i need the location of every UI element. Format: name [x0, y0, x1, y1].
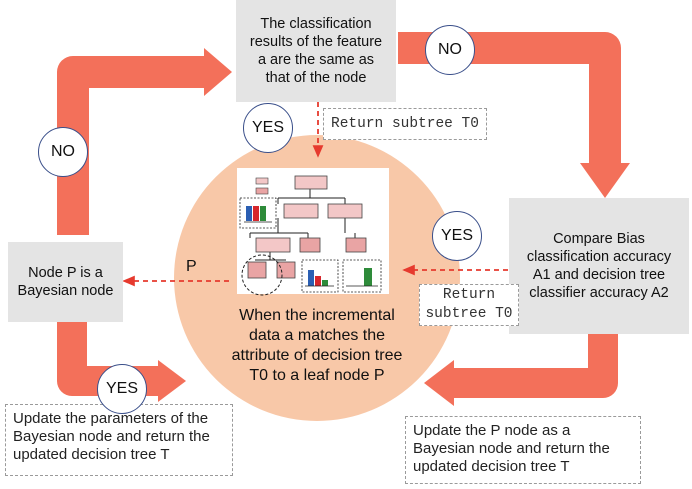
- no-bubble-right: NO: [425, 25, 475, 75]
- return-subtree-top-box: Return subtree T0: [323, 108, 487, 140]
- arrow-left-up-to-top: [57, 56, 205, 235]
- no-label-right: NO: [438, 41, 462, 58]
- yes-bubble-top: YES: [243, 103, 293, 153]
- arrow-right-to-bottom-head: [424, 360, 454, 406]
- center-node-text: When the incremental data a matches the …: [231, 307, 403, 384]
- return-subtree-right-box: Return subtree T0: [419, 284, 519, 326]
- right-node-text: Compare Bias classification accuracy A1 …: [526, 231, 672, 301]
- yes-bubble-right: YES: [432, 211, 482, 261]
- bottom-right-output-box: Update the P node as a Bayesian node and…: [405, 416, 641, 484]
- bottom-right-output-text: Update the P node as a Bayesian node and…: [413, 422, 610, 475]
- left-node-text: Node P is a Bayesian node: [17, 265, 114, 299]
- arrow-left-to-bottom-head: [158, 360, 186, 402]
- return-subtree-right-line2: subtree T0: [425, 306, 513, 322]
- return-subtree-top-text: Return subtree T0: [331, 116, 479, 132]
- yes-label-bottom: YES: [105, 380, 138, 397]
- left-node-box: Node P is a Bayesian node: [8, 242, 123, 322]
- right-node-box: Compare Bias classification accuracy A1 …: [509, 198, 689, 334]
- arrow-right-to-bottom: [452, 333, 618, 398]
- no-bubble-left: NO: [38, 127, 88, 177]
- bottom-left-output-text: Update the parameters of the Bayesian no…: [13, 410, 210, 463]
- arrow-left-up-to-top-head: [204, 48, 232, 96]
- arrow-top-to-right-head: [580, 163, 630, 198]
- no-label-left: NO: [51, 143, 75, 160]
- top-node-box: The classification results of the featur…: [236, 0, 396, 102]
- p-label: P: [186, 258, 197, 275]
- yes-label-right: YES: [440, 227, 473, 244]
- decision-tree-diagram-icon: [237, 168, 389, 296]
- yes-bubble-bottom: YES: [97, 364, 147, 414]
- return-subtree-right-line1: Return: [442, 287, 496, 303]
- yes-label-top: YES: [251, 119, 284, 136]
- bottom-left-output-box: Update the parameters of the Bayesian no…: [5, 404, 233, 476]
- arrow-top-to-right: [398, 32, 621, 165]
- top-node-text: The classification results of the featur…: [249, 16, 383, 86]
